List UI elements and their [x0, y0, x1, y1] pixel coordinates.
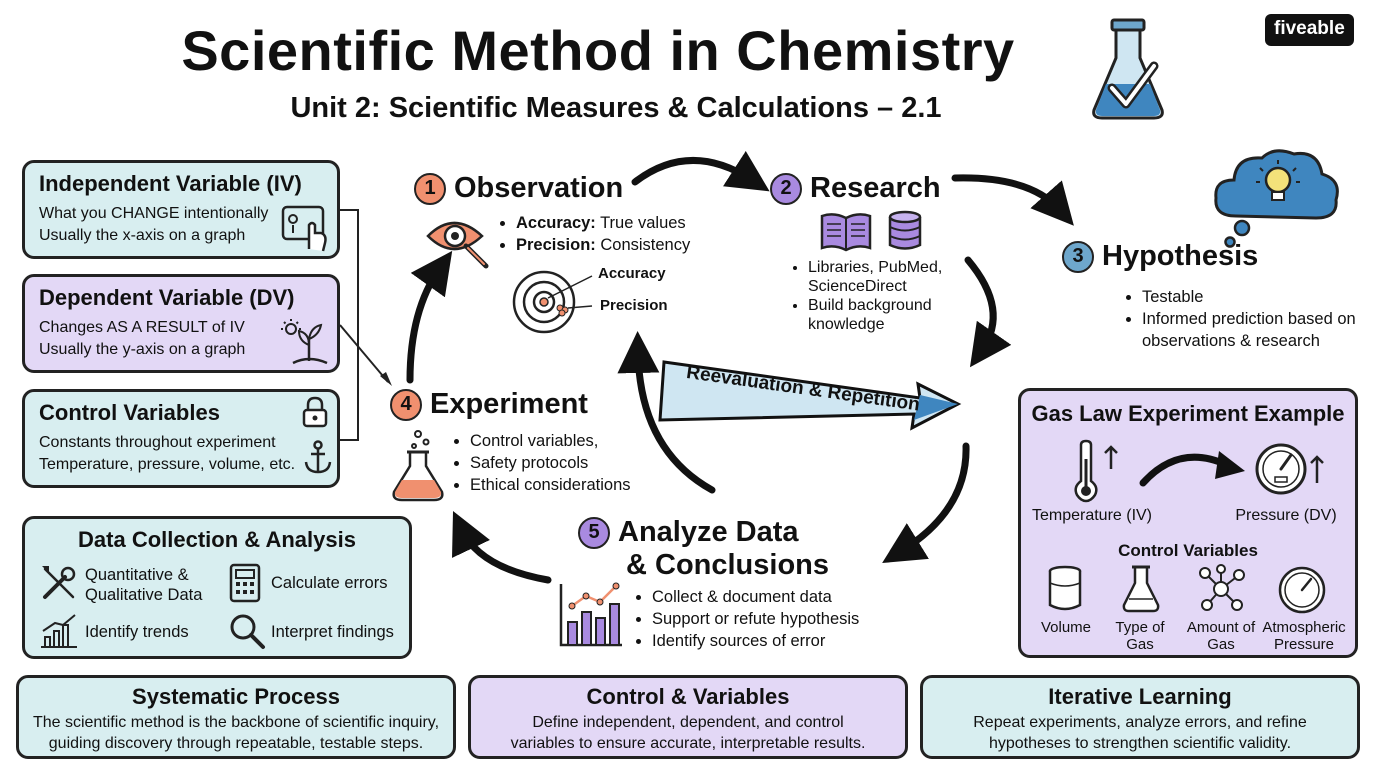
experiment-bullets: Control variables, Safety protocols Ethi…: [452, 430, 631, 496]
bullet: Safety protocols: [470, 452, 631, 474]
tools-icon: [42, 566, 76, 599]
stage-observation-title: 1 Observation: [414, 172, 623, 205]
card-text: The scientific method is the backbone of…: [32, 714, 440, 752]
dv-label: Pressure (DV): [1235, 507, 1337, 524]
lock-icon: [302, 396, 328, 428]
calculator-icon: [229, 563, 261, 603]
book-icon: [820, 213, 872, 252]
pressure-gauge-up-icon: [1255, 443, 1324, 495]
card-line: Temperature, pressure, volume, etc.: [39, 456, 296, 473]
page-subtitle: Unit 2: Scientific Measures & Calculatio…: [290, 92, 942, 124]
accuracy-label: Accuracy: [598, 265, 666, 282]
stage-label: Experiment: [430, 388, 588, 420]
interpret-findings-label: Interpret findings: [271, 623, 394, 641]
stage-label-line2: & Conclusions: [626, 549, 830, 581]
stage-experiment-title: 4 Experiment: [390, 388, 588, 421]
control-atm-pressure-label: Atmospheric Pressure: [1262, 619, 1346, 653]
trend-chart-icon: [41, 614, 77, 648]
research-bullets: Libraries, PubMed, ScienceDirect Build b…: [790, 258, 968, 334]
data-type-label: Quantitative & Qualitative Data: [85, 566, 203, 604]
stage-number: 4: [390, 388, 422, 421]
bullet: Collect & document data: [652, 586, 859, 608]
card-title: Iterative Learning: [1048, 684, 1232, 709]
stage-label: Analyze Data: [618, 516, 799, 548]
stage-hypothesis-title: 3 Hypothesis: [1062, 240, 1258, 273]
control-volume-label: Volume: [1040, 619, 1092, 636]
card-title: Control Variables: [39, 400, 220, 425]
stage-label: Hypothesis: [1102, 240, 1259, 272]
hypothesis-bullets: Testable Informed prediction based on ob…: [1124, 286, 1358, 352]
stage-number: 1: [414, 172, 446, 205]
stage-number: 3: [1062, 240, 1094, 273]
card-text: Repeat experiments, analyze errors, and …: [973, 714, 1307, 752]
card-line: Usually the x-axis on a graph: [39, 227, 246, 244]
bullet: Control variables,: [470, 430, 631, 452]
data-collection-card: Data Collection & Analysis Quantitative …: [22, 516, 412, 659]
card-title: Gas Law Experiment Example: [1031, 401, 1345, 426]
calculate-errors-label: Calculate errors: [271, 574, 388, 592]
plant-sun-icon: [281, 319, 328, 365]
anchor-icon: [304, 440, 332, 474]
magnifier-icon: [230, 614, 265, 649]
bullet: Precision: Consistency: [516, 234, 690, 256]
card-title: Dependent Variable (DV): [39, 285, 295, 310]
stage-label: Research: [810, 172, 941, 204]
controls-heading: Control Variables: [1118, 541, 1258, 560]
card-text: Define independent, dependent, and contr…: [510, 714, 866, 752]
iv-label: Temperature (IV): [1031, 507, 1153, 524]
bullet: Ethical considerations: [470, 474, 631, 496]
bullet: Accuracy: True values: [516, 212, 690, 234]
page-title: Scientific Method in Chemistry: [181, 19, 1015, 82]
card-line: Constants throughout experiment: [39, 434, 276, 451]
molecule-icon: [1199, 564, 1245, 611]
analyze-bullets: Collect & document data Support or refut…: [634, 586, 859, 652]
bar-chart-icon: [559, 582, 622, 647]
card-line: Usually the y-axis on a graph: [39, 341, 246, 358]
stage-label: Observation: [454, 172, 624, 204]
card-title: Data Collection & Analysis: [78, 527, 356, 552]
bullet: Testable: [1142, 286, 1358, 308]
lightbulb-cloud-icon: [1214, 149, 1339, 248]
flask-check-icon: [1092, 18, 1164, 120]
bullet: Support or refute hypothesis: [652, 608, 859, 630]
thermometer-up-icon: [1074, 439, 1118, 503]
card-title: Independent Variable (IV): [39, 171, 302, 196]
systematic-process-card: Systematic Process The scientific method…: [16, 675, 456, 759]
card-line: Changes AS A RESULT of IV: [39, 319, 245, 336]
precision-label: Precision: [600, 297, 668, 314]
iterative-learning-card: Iterative Learning Repeat experiments, a…: [920, 675, 1360, 759]
bullet: Libraries, PubMed, ScienceDirect: [808, 258, 968, 296]
stage-research-title: 2 Research: [770, 172, 941, 205]
control-variables-card: Control Variables Constants throughout e…: [22, 389, 340, 488]
control-variables-summary-card: Control & Variables Define independent, …: [468, 675, 908, 759]
brand-logo: fiveable: [1265, 14, 1354, 46]
target-icon: [512, 270, 593, 334]
card-line: What you CHANGE intentionally: [39, 205, 269, 222]
card-title: Systematic Process: [132, 684, 340, 709]
barometer-icon: [1278, 566, 1326, 614]
bullet: Identify sources of error: [652, 630, 859, 652]
stage-number: 2: [770, 172, 802, 205]
beaker-icon: [392, 430, 444, 502]
stage-analyze-title: 5 Analyze Data & Conclusions: [578, 516, 829, 582]
bullet: Build background knowledge: [808, 296, 968, 334]
card-title: Control & Variables: [586, 684, 790, 709]
dependent-variable-card: Dependent Variable (DV) Changes AS A RES…: [22, 274, 340, 373]
flask-icon: [1122, 565, 1160, 613]
independent-variable-card: Independent Variable (IV) What you CHANG…: [22, 160, 340, 259]
cylinder-icon: [1048, 565, 1082, 611]
iv-dv-arrow: [1139, 451, 1245, 487]
database-icon: [888, 210, 922, 250]
identify-trends-label: Identify trends: [85, 623, 189, 641]
eye-magnifier-icon: [426, 221, 489, 269]
observation-bullets: Accuracy: True values Precision: Consist…: [498, 212, 690, 256]
control-gas-type-label: Type of Gas: [1115, 619, 1165, 653]
touch-panel-icon: [281, 205, 327, 252]
control-gas-amount-label: Amount of Gas: [1186, 619, 1256, 653]
stage-number: 5: [578, 516, 610, 549]
gas-law-card: Gas Law Experiment Example Temperature (…: [1018, 388, 1358, 658]
bullet: Informed prediction based on observation…: [1142, 308, 1358, 352]
